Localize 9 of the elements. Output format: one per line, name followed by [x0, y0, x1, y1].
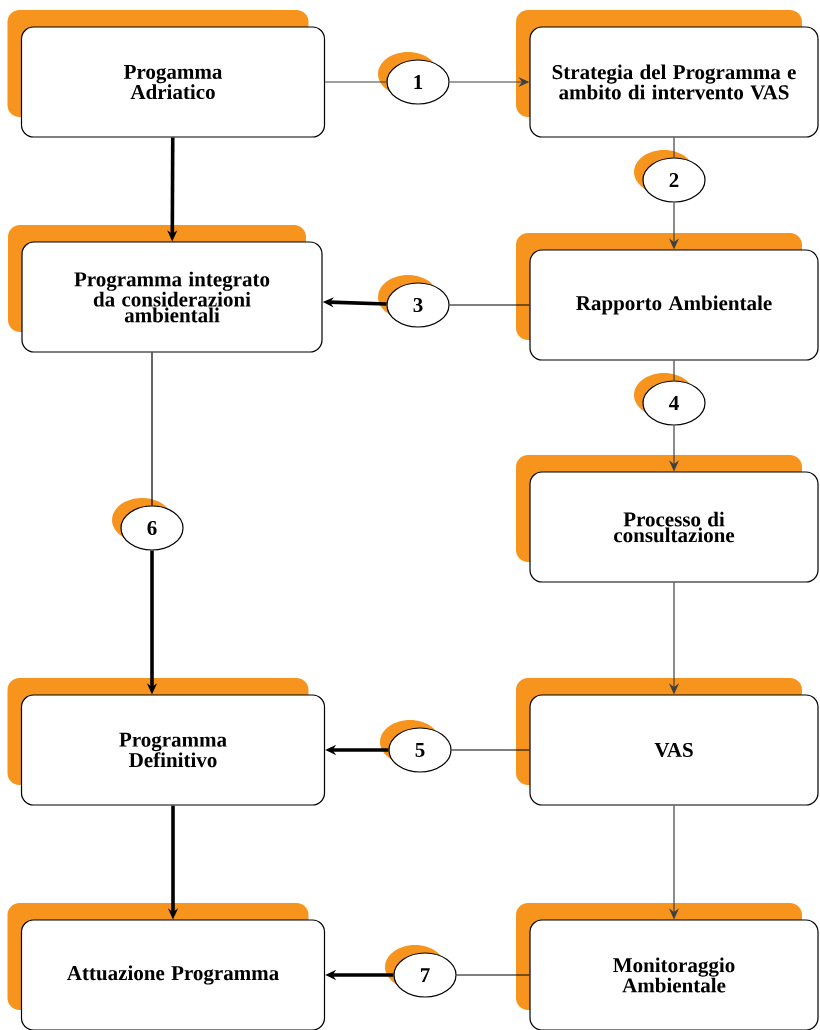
process-box: Programma Definitivo — [7, 678, 326, 806]
process-box: Processo di consultazione — [516, 455, 819, 583]
process-box: Rapporto Ambientale — [516, 233, 819, 361]
process-box: Strategia del Programma e ambito di intervento VAS — [516, 10, 819, 138]
process-box: Programma integrato da considerazioni ambientali — [8, 225, 323, 353]
process-box: VAS — [516, 678, 819, 806]
process-box: Progamma Adriatico — [7, 10, 326, 138]
process-box: Attuazione Programma — [7, 903, 326, 1030]
process-box: Monitoraggio Ambientale — [516, 903, 819, 1030]
